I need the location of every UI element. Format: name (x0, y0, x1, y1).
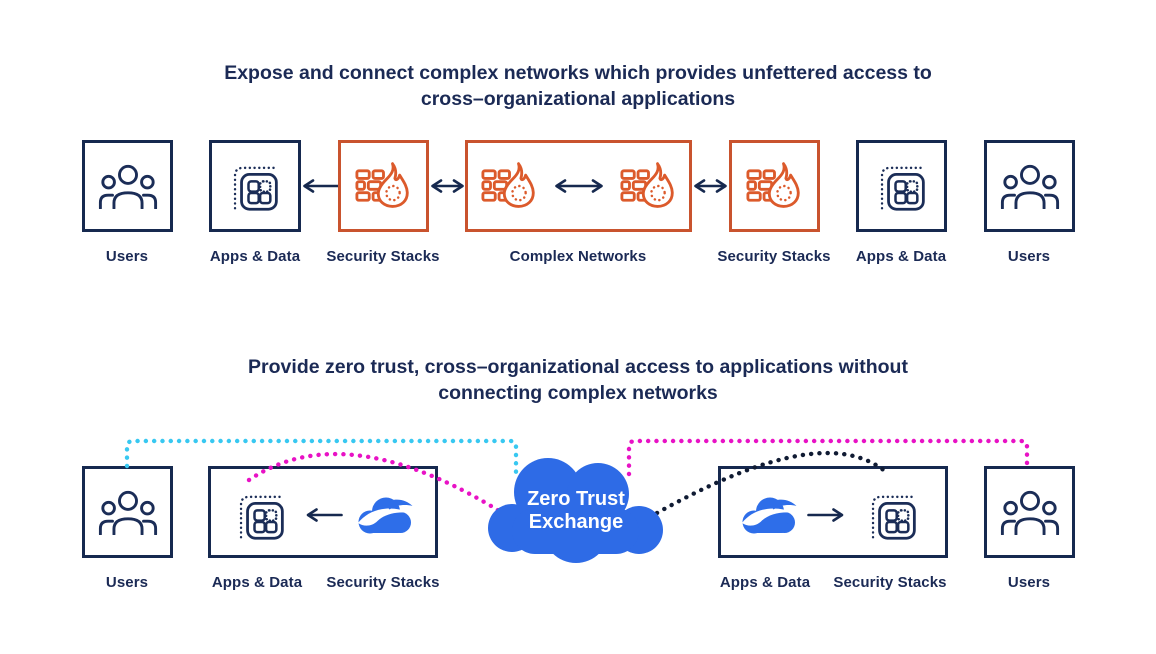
apps-data-box-top-right (856, 140, 947, 232)
node-label: Users (1007, 248, 1051, 265)
security-stacks-box-top-left (338, 140, 429, 232)
users-icon (97, 164, 159, 209)
arrow-both-icon (552, 179, 606, 193)
firewall-flame-icon (620, 162, 677, 210)
left-org-group-box (208, 466, 438, 558)
users-box-top-right (984, 140, 1075, 232)
users-icon (999, 164, 1061, 209)
bottom-title-line2: connecting complex networks (438, 382, 718, 404)
apps-grid-icon (867, 488, 919, 542)
arrow-left-icon (300, 179, 339, 193)
node-label: Users (105, 248, 149, 265)
users-icon (97, 490, 159, 535)
users-box-bottom-left (82, 466, 173, 558)
firewall-flame-icon (355, 162, 412, 210)
node-label: Security Stacks (833, 574, 947, 591)
apps-grid-icon (229, 159, 281, 213)
security-stacks-box-top-right (729, 140, 820, 232)
node-label: Security Stacks (326, 248, 440, 265)
users-icon (999, 490, 1061, 535)
users-box-bottom-right (984, 466, 1075, 558)
node-label: Users (105, 574, 149, 591)
zscaler-cloud-logo (355, 494, 415, 538)
cloud-label-line1: Zero Trust (527, 488, 625, 510)
complex-networks-box (465, 140, 692, 232)
firewall-flame-icon (481, 162, 538, 210)
apps-grid-icon (235, 488, 287, 542)
top-title-line2: cross–organizational applications (420, 88, 736, 110)
arrow-right-icon (807, 508, 847, 522)
arrow-left-icon (303, 508, 343, 522)
node-label: Security Stacks (717, 248, 831, 265)
node-label: Apps & Data (211, 574, 303, 591)
right-org-group-box (718, 466, 948, 558)
node-label: Complex Networks (509, 248, 647, 265)
firewall-flame-icon (746, 162, 803, 210)
zscaler-cloud-logo (739, 494, 799, 538)
cloud-label-line2: Exchange (528, 511, 624, 533)
users-box-top-left (82, 140, 173, 232)
node-label: Apps & Data (209, 248, 301, 265)
arrow-both-icon (428, 179, 467, 193)
top-title-line1: Expose and connect complex networks whic… (224, 62, 932, 84)
bottom-title-line1: Provide zero trust, cross–organizational… (248, 356, 908, 378)
node-label: Users (1007, 574, 1051, 591)
apps-grid-icon (876, 159, 928, 213)
apps-data-box-top-left (209, 140, 301, 232)
cloud-label: Zero Trust Exchange (486, 488, 666, 534)
node-label: Security Stacks (326, 574, 440, 591)
arrow-both-icon (691, 179, 730, 193)
node-label: Apps & Data (855, 248, 947, 265)
node-label: Apps & Data (719, 574, 811, 591)
